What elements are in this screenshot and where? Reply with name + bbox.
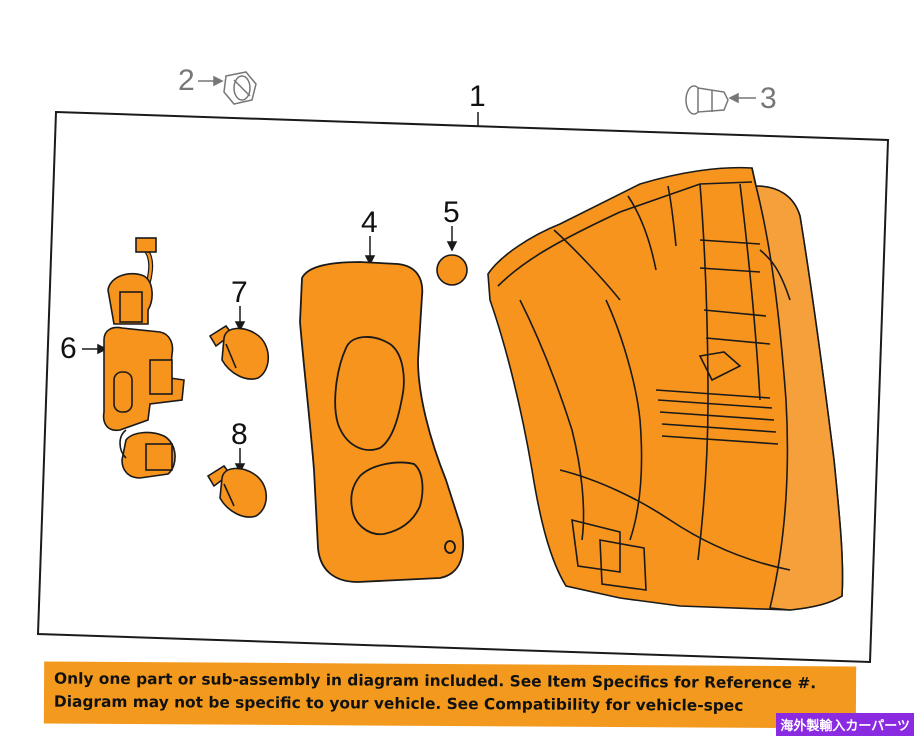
pushpin-part-3 — [685, 85, 729, 115]
taillamp-part-1 — [487, 166, 844, 611]
callout-4: 4 — [361, 206, 378, 239]
callout-5: 5 — [443, 196, 460, 229]
shop-watermark: 海外製輸入カーパーツ — [776, 713, 914, 736]
callout-8: 8 — [231, 418, 248, 451]
bulb-part-8 — [206, 464, 268, 518]
disclaimer-banner: Only one part or sub-assembly in diagram… — [43, 661, 857, 729]
callout-3: 3 — [760, 82, 777, 115]
clip-part-2 — [223, 71, 257, 105]
callout-7: 7 — [231, 276, 248, 309]
bulb-part-7 — [208, 324, 270, 380]
leader-lines-gray — [198, 75, 756, 104]
disclaimer-line-2: Diagram may not be specific to your vehi… — [53, 692, 744, 715]
callout-1: 1 — [469, 80, 486, 113]
harness-part-6 — [102, 237, 185, 479]
callout-2: 2 — [178, 64, 195, 97]
gasket-part-4 — [299, 261, 465, 583]
grommet-part-5 — [436, 254, 468, 286]
callout-6: 6 — [60, 332, 77, 365]
